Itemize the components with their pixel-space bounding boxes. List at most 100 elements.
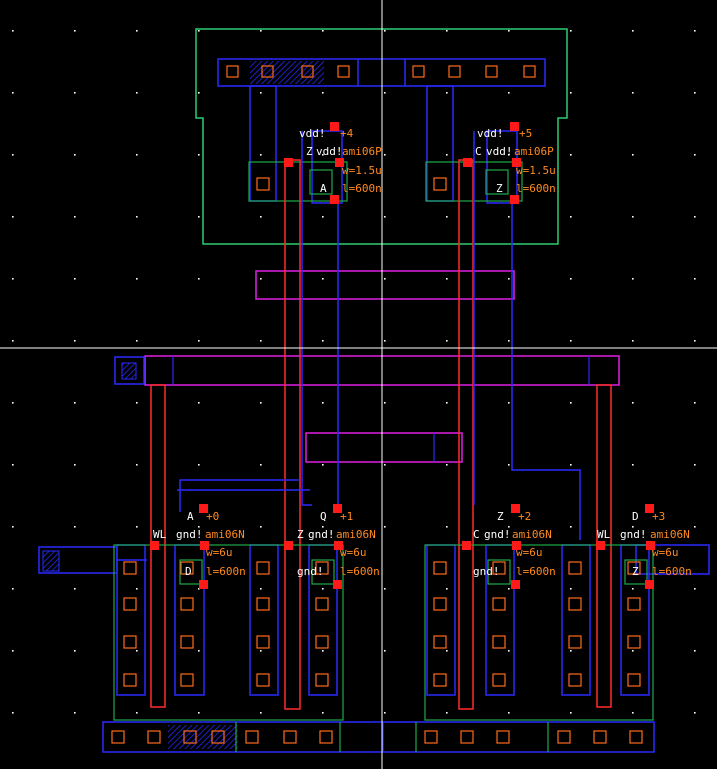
grid-dot (322, 650, 324, 652)
grid-dot (694, 464, 696, 466)
grid-dot (322, 340, 324, 342)
p5-length-label: l=600n (516, 182, 556, 195)
n2-top-label: Z (497, 510, 504, 523)
n3-top-label: D (632, 510, 639, 523)
grid-dot (74, 92, 76, 94)
n2-width-label: w=6u (516, 546, 543, 559)
pmos-diffusion (248, 161, 523, 202)
gnd-rail[interactable] (102, 721, 655, 753)
grid-dot (12, 464, 14, 466)
pin-marker (462, 541, 471, 550)
poly2-metal-overlap (172, 356, 590, 462)
nmos-contact (256, 673, 270, 687)
grid-dot (260, 712, 262, 714)
grid-dot (260, 278, 262, 280)
nmos-contact (627, 673, 641, 687)
grid-dot (74, 30, 76, 32)
grid-dot (260, 92, 262, 94)
nmos-contact (433, 635, 447, 649)
n3-gate-label: Z (632, 565, 639, 578)
grid-dot (694, 278, 696, 280)
p4-vdd-label: vdd! (299, 127, 326, 140)
n1-bulk-net-label: gnd! (308, 528, 335, 541)
p4-gate-label: A (320, 182, 327, 195)
nmos-contact (123, 673, 137, 687)
wl-pin-bottom-left[interactable] (38, 546, 118, 574)
n2-length-label: l=600n (516, 565, 556, 578)
nmos-contact (180, 635, 194, 649)
grid-dot (446, 278, 448, 280)
nmos-contact (180, 597, 194, 611)
p5-model-label: ami06P (514, 145, 554, 158)
pin-marker (284, 541, 293, 550)
grid-dot (136, 216, 138, 218)
grid-dot (446, 92, 448, 94)
nmos-contact (627, 635, 641, 649)
grid-dot (384, 588, 386, 590)
p5-instance-label: +5 (519, 127, 533, 140)
pin-marker (510, 195, 519, 204)
grid-dot (384, 464, 386, 466)
grid-dot (74, 464, 76, 466)
n1-top-label: Q (320, 510, 327, 523)
n1-width-label: w=6u (340, 546, 367, 559)
n0-length-label: l=600n (206, 565, 246, 578)
grid-dot (322, 526, 324, 528)
grid-dot (136, 340, 138, 342)
p4-model-label: ami06P (342, 145, 382, 158)
grid-dot (322, 92, 324, 94)
grid-dot (446, 402, 448, 404)
n2-model-label: ami06N (512, 528, 552, 541)
grid-dot (632, 402, 634, 404)
grid-dot (446, 588, 448, 590)
grid-dot (508, 712, 510, 714)
grid-dot (198, 464, 200, 466)
grid-dot (198, 92, 200, 94)
grid-dot (322, 588, 324, 590)
grid-dot (508, 30, 510, 32)
p5-vdd-label: vdd! (477, 127, 504, 140)
wl-pin-left[interactable] (114, 356, 145, 385)
grid-dot (12, 92, 14, 94)
n1-gate-label: gnd! (297, 565, 324, 578)
grid-dot (74, 278, 76, 280)
grid-dot (694, 526, 696, 528)
grid-dot (260, 154, 262, 156)
grid-dot (508, 526, 510, 528)
grid-dot (508, 278, 510, 280)
grid-dot (260, 402, 262, 404)
grid-dot (12, 526, 14, 528)
p4-length-label: l=600n (342, 182, 382, 195)
p4-bulk-net-label: vdd! (316, 145, 343, 158)
grid-dot (632, 340, 634, 342)
p5-width-label: w=1.5u (516, 164, 556, 177)
n3-length-label: l=600n (652, 565, 692, 578)
n0-gate-label: D (185, 565, 192, 578)
grid-dot (136, 30, 138, 32)
grid-dot (694, 402, 696, 404)
grid-dot (384, 216, 386, 218)
nmos-contact (123, 635, 137, 649)
grid-dot (198, 30, 200, 32)
n1-model-label: ami06N (336, 528, 376, 541)
grid-dot (12, 650, 14, 652)
grid-dot (260, 650, 262, 652)
grid-dot (12, 402, 14, 404)
p5-gate-label: Z (496, 182, 503, 195)
grid-dot (198, 588, 200, 590)
n2-bulk-pin-label: C (473, 528, 480, 541)
grid-dot (632, 30, 634, 32)
grid-dot (260, 216, 262, 218)
nmos-contact (433, 561, 447, 575)
grid-dot (632, 650, 634, 652)
grid-dot (632, 526, 634, 528)
grid-dot (508, 92, 510, 94)
n1-length-label: l=600n (340, 565, 380, 578)
grid-dot (260, 30, 262, 32)
p4-bulk-pin-label: Z (306, 145, 313, 158)
grid-dot (508, 588, 510, 590)
grid-dot (570, 650, 572, 652)
nmos-contact (492, 673, 506, 687)
